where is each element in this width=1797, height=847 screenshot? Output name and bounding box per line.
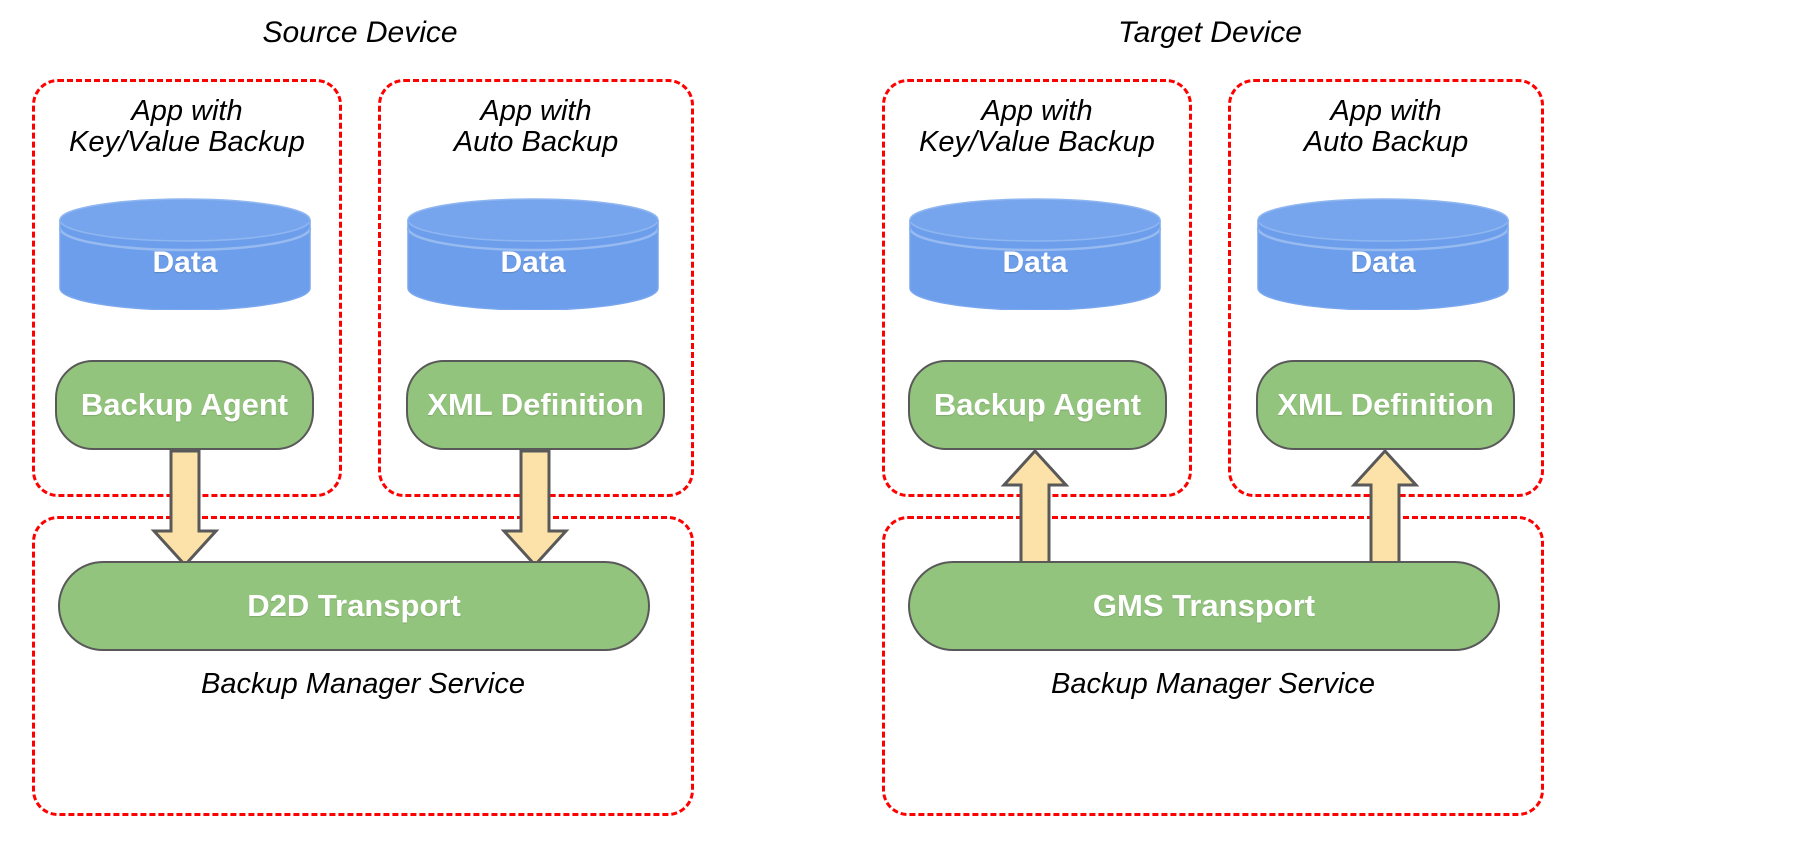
box-gms-transport[interactable]: GMS Transport	[908, 561, 1500, 651]
caption-target-backup-manager-service: Backup Manager Service	[1051, 668, 1375, 700]
box-target-xml-definition[interactable]: XML Definition	[1256, 360, 1515, 450]
source-device-title: Source Device	[262, 16, 458, 49]
cylinder-target-auto-backup-label: Data	[1350, 246, 1416, 279]
arrow-backup-agent-to-d2d	[150, 449, 220, 568]
arrow-xml-definition-to-d2d	[500, 449, 570, 568]
panel-source-backup-manager-service[interactable]	[32, 516, 694, 816]
box-target-backup-agent[interactable]: Backup Agent	[908, 360, 1167, 450]
cylinder-target-key-value-label: Data	[1002, 246, 1068, 279]
panel-source-auto-backup-caption: App with Auto Backup	[453, 95, 619, 159]
cylinder-source-auto-backup-data: Data	[406, 198, 660, 310]
arrow-gms-to-xml-definition	[1350, 448, 1420, 567]
caption-source-backup-manager-service: Backup Manager Service	[201, 668, 525, 700]
cylinder-target-key-value-data: Data	[908, 198, 1162, 310]
panel-target-backup-manager-service[interactable]	[882, 516, 1544, 816]
cylinder-source-key-value-label: Data	[152, 246, 218, 279]
panel-source-key-value-caption: App with Key/Value Backup	[69, 95, 305, 159]
box-d2d-transport[interactable]: D2D Transport	[58, 561, 650, 651]
arrow-gms-to-backup-agent	[1000, 448, 1070, 567]
cylinder-target-auto-backup-data: Data	[1256, 198, 1510, 310]
cylinder-source-auto-backup-label: Data	[500, 246, 566, 279]
cylinder-source-key-value-data: Data	[58, 198, 312, 310]
box-source-backup-agent[interactable]: Backup Agent	[55, 360, 314, 450]
target-device-title: Target Device	[1118, 16, 1302, 49]
panel-target-auto-backup-caption: App with Auto Backup	[1303, 95, 1469, 159]
box-source-xml-definition[interactable]: XML Definition	[406, 360, 665, 450]
panel-target-key-value-caption: App with Key/Value Backup	[919, 95, 1155, 159]
